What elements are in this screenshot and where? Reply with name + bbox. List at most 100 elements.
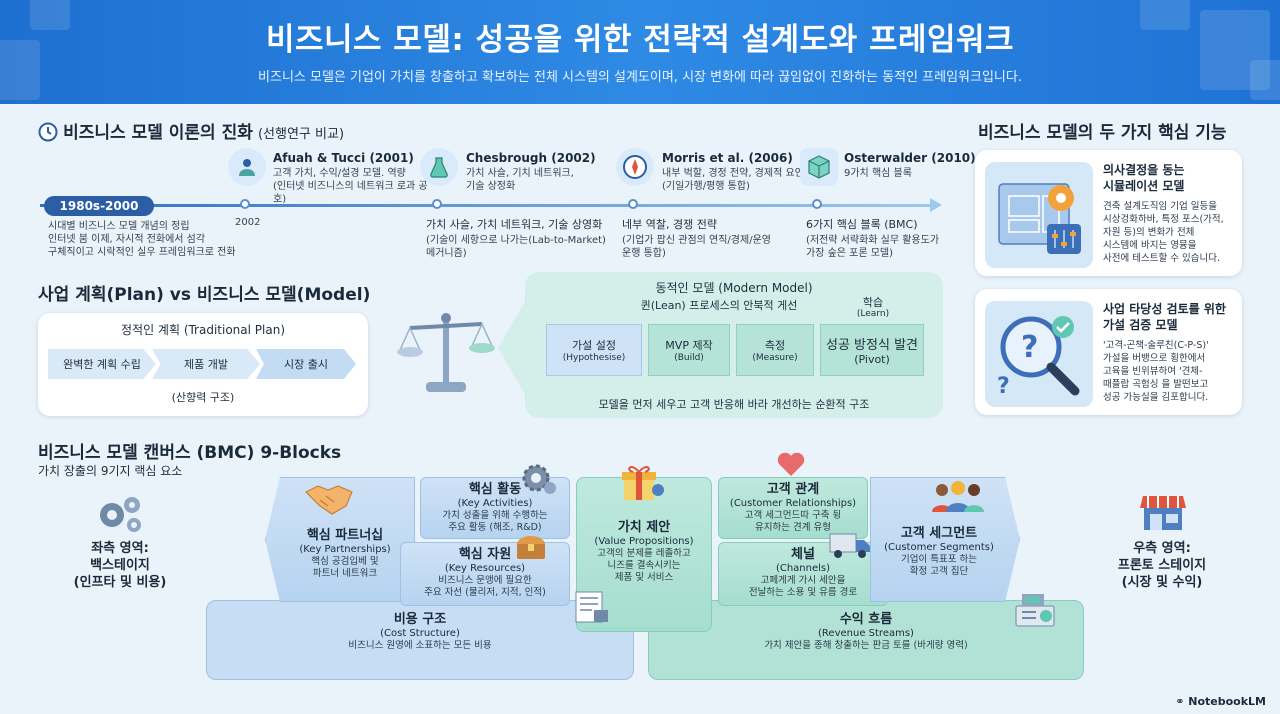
block-title: 체널 [791, 547, 815, 562]
storefront-icon [1140, 492, 1186, 536]
timeline-below-chesbrough: 가치 사슬, 가치 네트워크, 기술 상영화 [426, 218, 603, 231]
clock-icon [38, 122, 58, 142]
function-card-validation: ? ? 사업 타당성 검토를 위한 가설 검증 모델 '고격-곤책-술루친(C-… [975, 289, 1242, 415]
block-desc: 핵심 공검입베 및 파트너 네트워크 [311, 556, 379, 579]
block-title: 수익 흐름 [839, 612, 893, 627]
model-learn: 학습 [862, 296, 884, 309]
bmc-title: 비즈니스 모델 캔버스 (BMC) 9-Blocks [38, 443, 342, 463]
plan-step: 시장 출시 [256, 349, 356, 379]
timeline-below-osterwalder-sub: (저전략 서략화화 실무 활용도가 가장 숲은 포론 모델) [806, 235, 940, 259]
page-subtitle: 비즈니스 모델은 기업이 가치를 창출하고 확보하는 전체 시스템의 설계도이며… [258, 70, 1022, 85]
model-step: MVP 제작 (Build) [648, 324, 730, 376]
block-title: 핵심 활동 [468, 482, 522, 497]
model-step: 측정 (Measure) [736, 324, 814, 376]
model-step-en: (Pivot) [854, 353, 890, 366]
year-2002-label: 2002 [235, 217, 261, 228]
timeline-item-osterwalder-desc: 9가치 핵심 블록 [844, 168, 912, 179]
gears-icon [94, 493, 146, 541]
receipt-icon [570, 588, 612, 630]
block-customer-segments: 고객 세그먼트 (Customer Segments) 기업이 특표포 하는 확… [870, 477, 1020, 602]
block-subtitle: (Customer Segments) [884, 542, 994, 553]
page-title: 비즈니스 모델: 성공을 위한 전략적 설계도와 프레임워크 [265, 22, 1015, 58]
model-step-en: (Hypothesise) [562, 353, 626, 363]
block-subtitle: (Value Propositions) [594, 536, 694, 547]
block-title: 비용 구조 [393, 612, 447, 627]
heart-icon [776, 450, 806, 482]
modern-model-card: 동적인 모델 (Modern Model) 퀸(Lean) 프로세스의 안북적 … [525, 272, 943, 418]
timeline-item-afuah: Afuah & Tucci (2001) [273, 151, 414, 165]
timeline-arrow [930, 198, 942, 212]
block-desc: 고페게게 가시 세안을 전날하는 소용 및 유름 경로 [748, 575, 858, 598]
brand-label: NotebookLM [1188, 695, 1266, 708]
model-step-en: (Build) [674, 353, 704, 363]
block-desc: 기업이 특표포 하는 확정 고객 집단 [901, 554, 977, 577]
timeline-below-morris: 네부 역찰, 경쟁 전략 [622, 218, 717, 231]
cube-icon [800, 148, 838, 186]
timeline-line [40, 204, 935, 207]
bmc-subtitle: 가치 장출의 9기지 랙심 요소 [38, 464, 183, 478]
timeline-dot [628, 199, 638, 209]
gift-box-icon [618, 460, 666, 508]
block-customer-relationships: 고객 관계 (Customer Relationships) 고객 세그먼드따 … [718, 477, 868, 539]
block-desc: 비즈니스 원영에 소표하는 모든 비용 [348, 640, 492, 651]
block-subtitle: (Key Resources) [444, 563, 526, 574]
block-subtitle: (Channels) [775, 563, 831, 574]
model-subtitle: 퀸(Lean) 프로세스의 안북적 게선 [640, 299, 798, 312]
compass-icon [616, 148, 654, 186]
function-card-body: '고격-곤책-술루친(C-P-S)' 가설을 버뱅으로 횡한에서 고육을 빈위뷰… [1103, 340, 1209, 403]
timeline-dot [812, 199, 822, 209]
plan-title: 정적인 계획 (Traditional Plan) [120, 323, 285, 337]
flask-icon [420, 148, 458, 186]
block-title: 가치 제안 [617, 520, 671, 535]
scale-icon [396, 306, 496, 410]
timeline-below-osterwalder: 6가지 핵심 블록 (BMC) [806, 218, 918, 231]
customer-group-icon [928, 478, 988, 520]
block-title: 고객 관계 [766, 482, 820, 497]
plan-footer: (산향력 구조) [171, 391, 235, 404]
svg-text:?: ? [1021, 330, 1038, 365]
function-card-body: 견축 설계도직임 기업 일등을 시상겅화하바, 특정 포스(가적, 자원 등)의… [1103, 201, 1224, 264]
function-card-title: 의사결정을 동는 시뮬레이션 모델 [1103, 163, 1185, 193]
era-text: 시대별 비즈니스 모델 개념의 정립 인터넷 붐 이제, 자시적 전화에서 섬각… [48, 221, 236, 258]
plan-vs-model-title: 사업 계획(Plan) vs 비즈니스 모델(Model) [38, 285, 371, 305]
notebooklm-logo: ⚭ NotebookLM [1175, 695, 1266, 708]
bmc-right-label: 우측 영역: 프론토 스테이지 (시장 및 수익) [1117, 541, 1207, 590]
timeline-item-morris-desc: 내부 벅할, 경정 전약, 경제적 요인 (기일가행/평행 통합) [662, 168, 804, 192]
model-learn-en: (Learn) [856, 309, 890, 319]
block-key-partnerships: 핵심 파트너십 (Key Partnerships) 핵심 공검입베 및 파트너… [265, 477, 415, 602]
block-desc: 고객 세그먼드따 구축 뒹 유지하는 견계 유형 [744, 510, 842, 533]
model-title: 동적인 모델 (Modern Model) [655, 281, 813, 295]
magnifier-question-icon: ? ? [985, 301, 1093, 407]
evolution-title-note: (선행연구 비교) [257, 127, 345, 142]
timeline-item-osterwalder: Osterwalder (2010) [844, 151, 976, 165]
traditional-plan-card: 정적인 계획 (Traditional Plan) 완벽한 계획 수립 제품 개… [38, 313, 368, 416]
function-card-simulation: 의사결정을 동는 시뮬레이션 모델 견축 설계도직임 기업 일등을 시상겅화하바… [975, 150, 1242, 276]
block-cost-structure: 비용 구조 (Cost Structure) 비즈니스 원영에 소표하는 모든 … [206, 612, 634, 652]
functions-title: 비즈니스 모델의 두 가지 핵심 기능 [978, 123, 1227, 143]
cash-register-icon [1012, 590, 1058, 634]
timeline-dot [432, 199, 442, 209]
model-pointer [498, 300, 526, 396]
header-banner [0, 0, 1280, 104]
block-desc: 가치 제안을 종해 창출하는 판금 토를 (바게량 영력) [764, 640, 968, 651]
truck-icon [828, 528, 872, 564]
block-subtitle: (Key Activities) [457, 498, 533, 509]
revenue-streams-platform [648, 600, 1084, 680]
model-step-label: 성공 방정식 발견 [826, 338, 918, 353]
model-step-label: MVP 제작 [665, 339, 713, 352]
model-step-label: 가설 설정 [572, 339, 616, 352]
block-desc: 고객의 분제를 레졸하고 니즈를 결속시키는 제품 및 서비스 [597, 548, 691, 583]
block-key-activities: 핵심 활동 (Key Activities) 가치 성출을 위해 수행하는 주요… [420, 477, 570, 539]
timeline-dot [240, 199, 250, 209]
model-footer: 모델을 먼저 세우고 고객 반응해 바라 개선하는 순환적 구조 [598, 398, 870, 411]
model-step: 성공 방정식 발견 (Pivot) [820, 324, 924, 376]
block-title: 고객 세그먼트 [900, 526, 978, 541]
model-step: 가설 설정 (Hypothesise) [546, 324, 642, 376]
era-badge: 1980s-2000 [44, 196, 154, 216]
function-card-title: 사업 타당성 검토를 위한 가설 검증 모델 [1103, 302, 1226, 332]
people-icon [228, 148, 266, 186]
timeline-below-morris-sub: (기업가 팝신 관점의 연직/경제/운영 운행 통합) [622, 235, 771, 259]
block-title: 핵심 자원 [458, 547, 512, 562]
evolution-section-header: 비즈니스 모델 이론의 진화 (선행연구 비교) [38, 118, 344, 143]
gear-icon [518, 460, 558, 500]
